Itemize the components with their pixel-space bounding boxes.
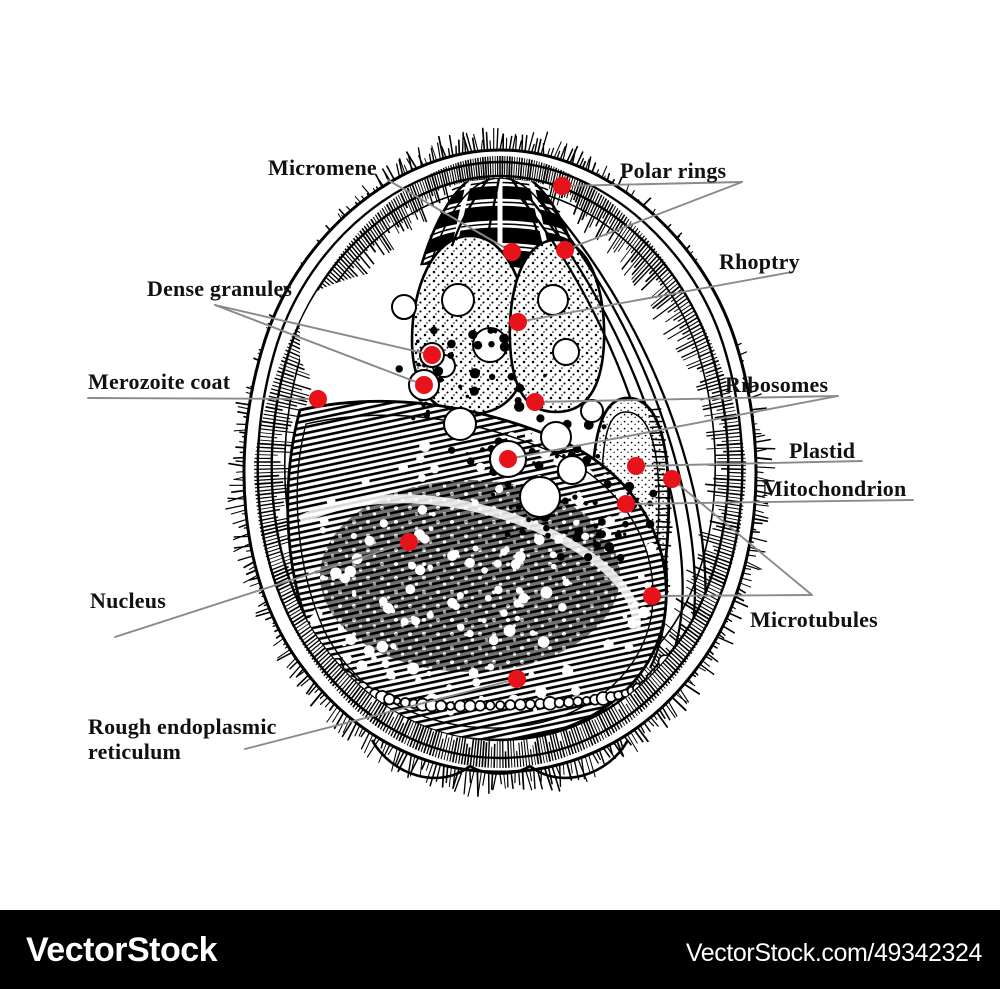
ribosome-dots: [395, 326, 658, 562]
label-micromene: Micromene: [268, 155, 377, 180]
label-microtubules: Microtubules: [750, 607, 878, 632]
leader-lines: [87, 179, 914, 750]
marker-dot: [415, 376, 433, 394]
marker-dot: [556, 241, 574, 259]
leader-polar-rings-a: [561, 181, 743, 187]
leader-mitochondrion: [625, 499, 914, 505]
marker-dot: [309, 390, 327, 408]
leader-rhoptry: [517, 271, 793, 323]
marker-dot: [663, 470, 681, 488]
leader-dense-granules-b: [214, 304, 425, 386]
vectorstock-url-text: VectorStock.com/49342324: [685, 939, 983, 967]
label-merozoite-coat: Merozoite coat: [88, 369, 231, 394]
marker-dot: [526, 393, 544, 411]
leader-microtubules-a: [671, 478, 813, 596]
marker-dot: [553, 177, 571, 195]
marker-dot: [508, 670, 526, 688]
marker-dot: [617, 495, 635, 513]
marker-dot: [400, 533, 418, 551]
leader-microtubules-b: [651, 594, 813, 597]
marker-dot: [499, 450, 517, 468]
watermark-bar: VectorStock VectorStock.com/49342324: [0, 910, 1000, 989]
label-dense-granules: Dense granules: [147, 276, 293, 301]
leader-nucleus: [114, 541, 410, 638]
leader-plastid: [635, 460, 863, 467]
marker-dot: [423, 346, 441, 364]
coat-hatching: [253, 155, 747, 769]
label-ribosomes: Ribosomes: [725, 372, 829, 397]
leader-merozoite-coat: [87, 397, 319, 400]
marker-dot: [509, 313, 527, 331]
merozoite-diagram: [87, 127, 914, 797]
vectorstock-logo: VectorStock: [26, 931, 218, 969]
marker-dot: [627, 457, 645, 475]
leader-polar-rings-b: [564, 181, 743, 251]
label-mitochondrion: Mitochondrion: [762, 476, 907, 501]
label-plastid: Plastid: [789, 438, 856, 463]
leader-ribosomes-b: [507, 395, 839, 460]
posterior-lobes: [370, 739, 630, 780]
leader-rough-er: [244, 678, 518, 750]
marker-dot: [643, 587, 661, 605]
label-rough-er: Rough endoplasmic reticulum: [88, 714, 277, 764]
label-polar-rings: Polar rings: [620, 158, 727, 183]
marker-dots: [309, 177, 681, 688]
leader-dense-granules-a: [214, 304, 433, 356]
label-nucleus: Nucleus: [90, 588, 166, 613]
label-rhoptry: Rhoptry: [719, 249, 800, 274]
marker-dot: [503, 243, 521, 261]
leader-micromene: [387, 179, 513, 253]
leader-ribosomes-a: [534, 395, 839, 403]
